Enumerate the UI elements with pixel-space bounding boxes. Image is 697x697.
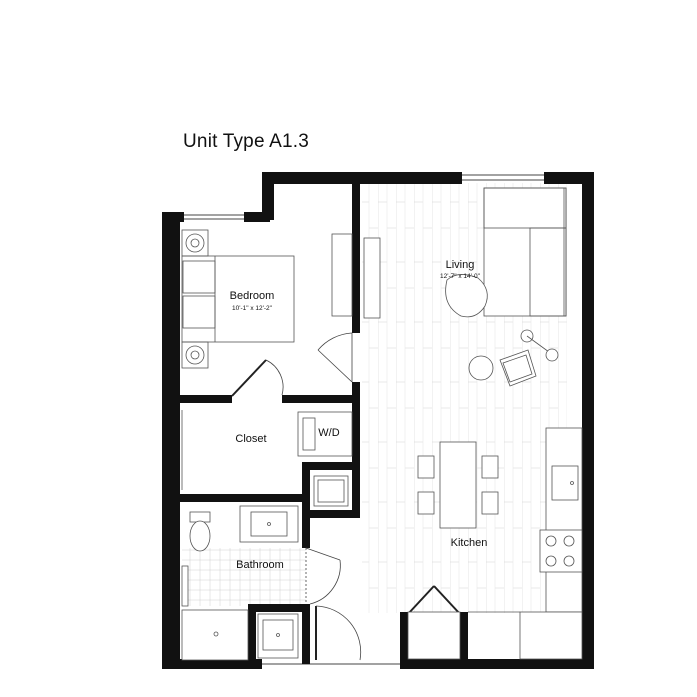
wall-top-left <box>162 212 184 222</box>
wall-left <box>162 212 180 669</box>
wall-hall-right <box>352 382 360 512</box>
bed <box>181 255 295 343</box>
coffee-table <box>445 274 488 318</box>
entry-door[interactable] <box>315 605 362 661</box>
wall-bedroom-bottom-a <box>176 395 232 403</box>
wall-bath-inner <box>248 604 256 664</box>
wall-closet-right <box>302 466 310 514</box>
bathroom-door[interactable] <box>305 547 341 605</box>
wall-bottom-left <box>162 659 262 669</box>
counter <box>545 427 583 613</box>
wall-bottom-right <box>400 659 594 669</box>
dresser <box>331 233 353 317</box>
wall-bedroom-living <box>352 183 360 333</box>
chair-right-1 <box>481 455 499 479</box>
living-furniture <box>363 187 567 387</box>
floor-lamp-head <box>545 348 559 362</box>
bathroom-fixtures <box>181 505 299 661</box>
pillow-top <box>182 260 216 294</box>
bedroom-door[interactable] <box>317 332 353 383</box>
armchair <box>499 349 537 387</box>
washer-dryer <box>297 411 353 457</box>
water-heater <box>313 475 349 507</box>
wall-pantry-right <box>460 612 468 664</box>
bedroom-label: Bedroom <box>230 290 275 302</box>
chair-left-2 <box>417 491 435 515</box>
nightstand-bottom <box>181 341 209 369</box>
pillow-bottom <box>182 295 216 329</box>
tv-console <box>363 237 381 319</box>
bedroom-dimensions: 10'-1" x 12'-2" <box>232 305 273 312</box>
bathtub <box>181 565 249 661</box>
bedroom-furniture <box>181 229 353 369</box>
closet-fixtures <box>181 410 353 507</box>
plan-title: Unit Type A1.3 <box>183 131 310 152</box>
living-dimensions: 12'-7" x 14'-0" <box>440 273 481 280</box>
doors[interactable] <box>231 332 461 661</box>
sofa <box>483 187 567 317</box>
wall-bath-lower <box>248 604 310 612</box>
living-label: Living <box>446 259 475 271</box>
dining-set <box>417 441 499 529</box>
wall-wd-bottom <box>302 510 360 518</box>
wall-top-right-b <box>544 172 594 184</box>
bathroom-tile <box>182 548 306 606</box>
pantry-door[interactable] <box>407 585 461 615</box>
wall-pantry-left <box>400 612 408 664</box>
refrigerator <box>519 611 583 660</box>
closet-door-left[interactable] <box>231 359 284 397</box>
wd-label: W/D <box>318 427 339 439</box>
toilet <box>189 511 211 552</box>
kitchen-label: Kitchen <box>451 537 488 549</box>
closet-label: Closet <box>235 433 266 445</box>
chair-right-2 <box>481 491 499 515</box>
pantry <box>407 611 461 660</box>
wall-top-mid <box>244 212 270 222</box>
linen-sink <box>257 613 299 659</box>
chair-left-1 <box>417 455 435 479</box>
kitchen-sink <box>551 465 579 501</box>
wall-closet-bottom <box>176 494 310 502</box>
range <box>539 529 583 573</box>
walls[interactable] <box>162 172 594 669</box>
vanity <box>239 505 299 543</box>
side-table <box>468 355 494 381</box>
bathroom-label: Bathroom <box>236 559 284 571</box>
dining-table <box>439 441 477 529</box>
wall-entry-right <box>302 604 310 664</box>
wall-wd-box <box>302 462 360 470</box>
room-labels: Bedroom 10'-1" x 12'-2" Living 12'-7" x … <box>230 259 488 571</box>
wall-right <box>582 172 594 669</box>
wall-top-right-a <box>262 172 462 184</box>
wall-bath-right <box>302 518 310 548</box>
nightstand-top <box>181 229 209 257</box>
kitchen-fixtures <box>407 427 583 660</box>
wall-bedroom-bottom-b <box>282 395 360 403</box>
